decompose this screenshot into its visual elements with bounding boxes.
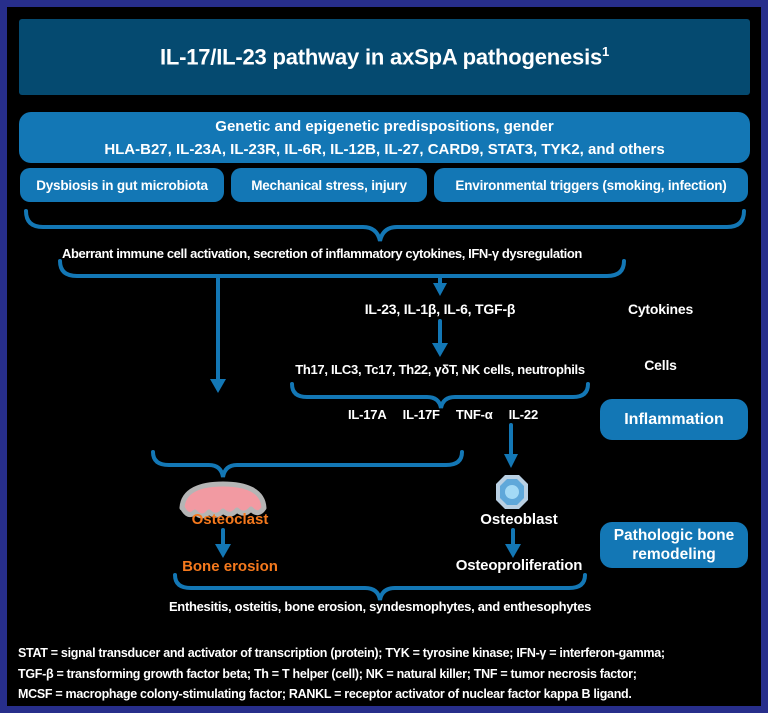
trigger-box-environmental: Environmental triggers (smoking, infecti…: [434, 168, 748, 202]
arrow-osteoclast-to-erosion-head: [215, 544, 231, 558]
osteoblast-icon: [496, 475, 528, 509]
arrow-osteoblast-to-proliferation-head: [505, 544, 521, 558]
footnote-block: STAT = signal transducer and activator o…: [18, 643, 758, 705]
brace-effectors-to-osteoclast: [151, 450, 464, 478]
cells-value: Th17, ILC3, Tc17, Th22, γδT, NK cells, n…: [295, 362, 585, 377]
activation-text: Aberrant immune cell activation, secreti…: [62, 246, 582, 261]
brace-triggers-to-activation: [24, 209, 746, 242]
brace-to-outcomes: [173, 573, 587, 601]
predisposition-box: Genetic and epigenetic predispositions, …: [19, 112, 750, 163]
remodeling-badge-line-2: remodeling: [632, 546, 716, 563]
outcomes-text: Enthesitis, osteitis, bone erosion, synd…: [168, 599, 592, 614]
footnote-line-1: STAT = signal transducer and activator o…: [18, 646, 665, 660]
arrow-direct-to-bone-head: [210, 379, 226, 393]
inflammation-badge: Inflammation: [600, 399, 748, 440]
cytokines-row-label: Cytokines: [627, 301, 694, 317]
pathologic-bone-remodeling-badge: Pathologic bone remodeling: [600, 522, 748, 568]
bracket-activation-split: [58, 259, 626, 278]
cells-row-label: Cells: [644, 357, 677, 373]
trigger-box-dysbiosis: Dysbiosis in gut microbiota: [20, 168, 224, 202]
effector-tnfa: TNF-α: [455, 407, 493, 422]
footnote-line-3: MCSF = macrophage colony-stimulating fac…: [18, 687, 632, 701]
predisposition-line-2: HLA-B27, IL-23A, IL-23R, IL-6R, IL-12B, …: [104, 140, 665, 158]
osteoclast-label: Osteoclast: [191, 511, 269, 528]
effector-il22: IL-22: [508, 407, 539, 422]
effector-cytokines-row: IL-17A IL-17F TNF-α IL-22: [348, 407, 538, 422]
effector-il17f: IL-17F: [402, 407, 440, 422]
arrow-to-cytokines-head: [433, 283, 447, 296]
osteoproliferation-label: Osteoproliferation: [455, 557, 583, 574]
remodeling-badge-line-1: Pathologic bone: [613, 527, 735, 544]
arrow-il22-to-osteoblast-head: [504, 454, 518, 468]
predisposition-line-1: Genetic and epigenetic predispositions, …: [215, 117, 554, 135]
reference-superscript: 1: [602, 43, 610, 59]
cytokines-value: IL-23, IL-1β, IL-6, TGF-β: [364, 301, 516, 317]
page-title: IL-17/IL-23 pathway in axSpA pathogenesi…: [159, 43, 610, 70]
footnote-line-2: TGF-β = transforming growth factor beta;…: [18, 666, 637, 681]
osteoblast-label: Osteoblast: [480, 511, 558, 528]
bone-erosion-label: Bone erosion: [182, 558, 278, 575]
brace-cells-to-effectors: [290, 382, 590, 409]
effector-il17a: IL-17A: [348, 407, 387, 422]
title-bar: IL-17/IL-23 pathway in axSpA pathogenesi…: [19, 19, 750, 95]
trigger-box-mechanical-stress: Mechanical stress, injury: [231, 168, 427, 202]
arrow-cytokines-to-cells-head: [432, 343, 448, 357]
